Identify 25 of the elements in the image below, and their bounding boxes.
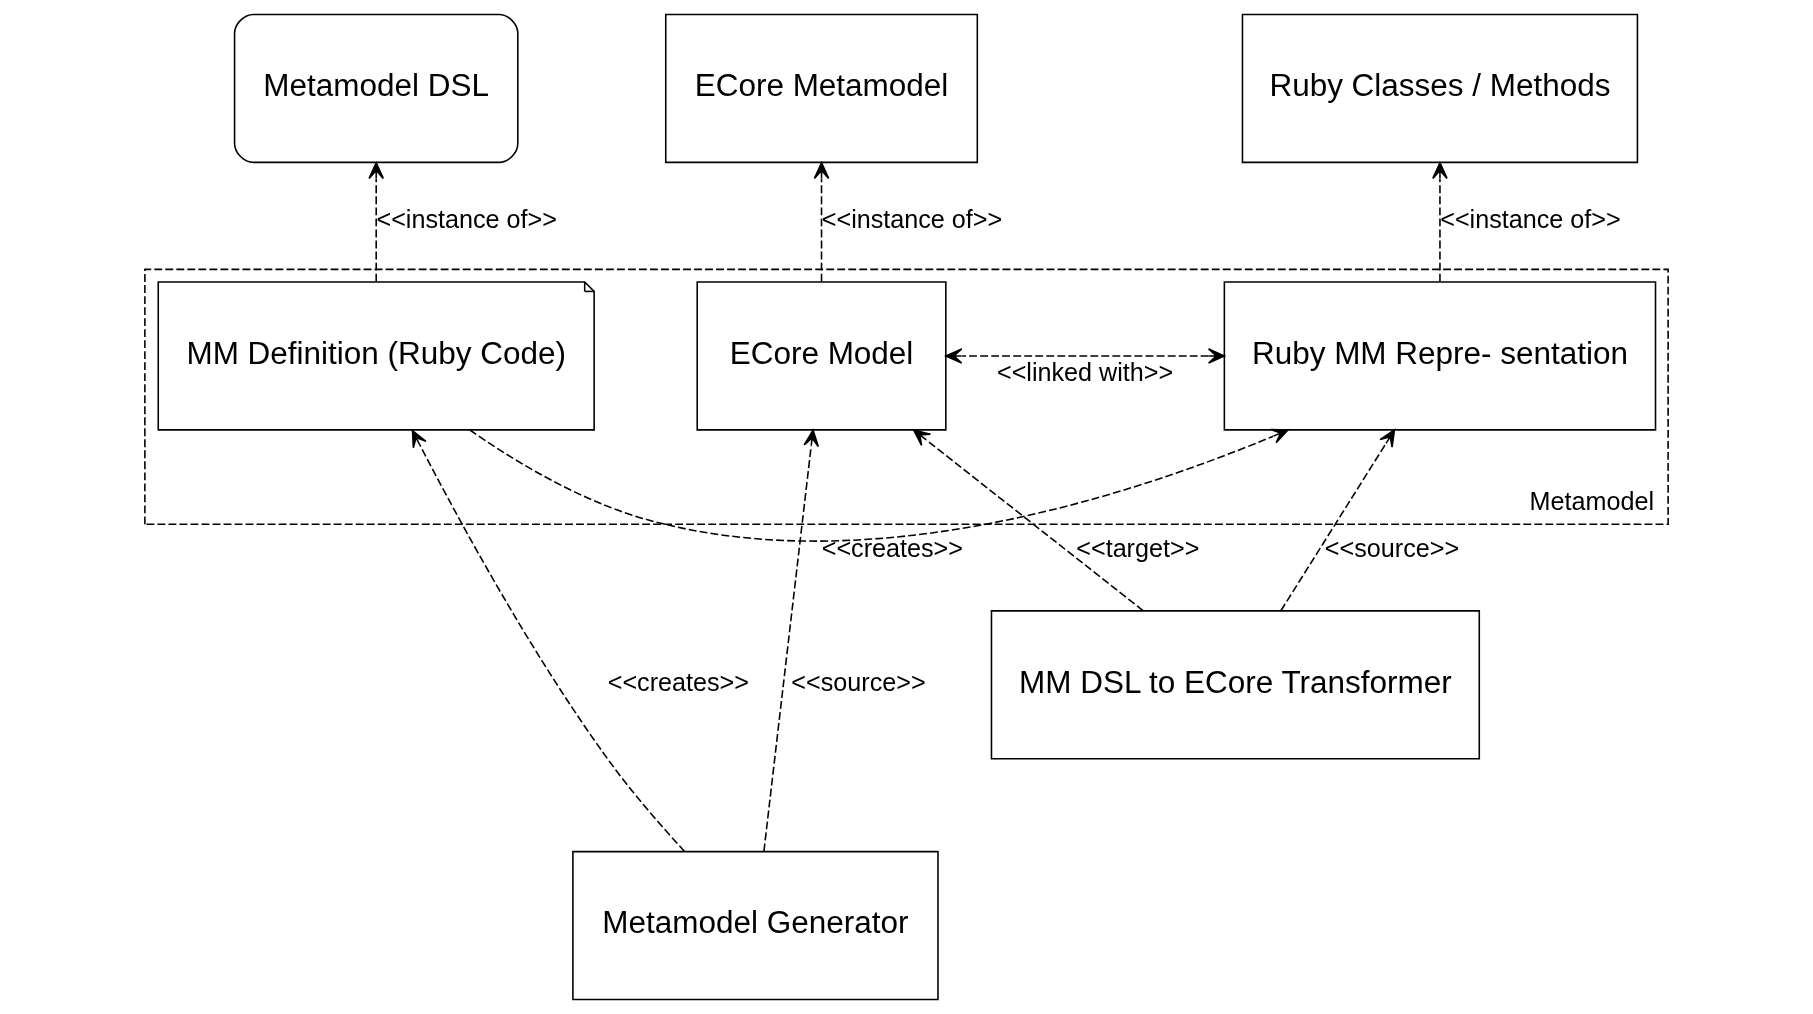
edge-label: <<creates>> bbox=[821, 534, 963, 563]
edge-label: <<instance of>> bbox=[1440, 205, 1621, 234]
edge-label: <<source>> bbox=[1324, 534, 1460, 563]
node-box: ECore Model bbox=[696, 281, 947, 431]
node-box: Ruby Classes / Methods bbox=[1241, 13, 1639, 164]
arrow bbox=[912, 429, 1144, 612]
edge-label: <<linked with>> bbox=[996, 357, 1174, 386]
node-box: Metamodel DSL bbox=[233, 13, 519, 164]
edge-label: <<target>> bbox=[1076, 534, 1200, 563]
edge-label: <<source>> bbox=[791, 667, 926, 696]
arrow bbox=[469, 428, 1289, 542]
node-box: Metamodel Generator bbox=[572, 850, 939, 1001]
arrow bbox=[945, 348, 1226, 364]
arrow bbox=[1432, 161, 1448, 283]
arrow bbox=[813, 161, 830, 283]
arrow bbox=[1280, 429, 1396, 612]
arrow bbox=[411, 429, 686, 853]
node-box: MM DSL to ECore Transformer bbox=[990, 610, 1481, 760]
node-box: ECore Metamodel bbox=[664, 13, 979, 164]
arrow bbox=[763, 429, 820, 852]
node-box: Ruby MM Repre- sentation bbox=[1223, 281, 1657, 431]
arrow bbox=[368, 161, 385, 283]
edge-label: <<instance of>> bbox=[376, 205, 557, 234]
edge-label: <<creates>> bbox=[607, 667, 749, 696]
edge-label: <<instance of>> bbox=[821, 205, 1003, 234]
